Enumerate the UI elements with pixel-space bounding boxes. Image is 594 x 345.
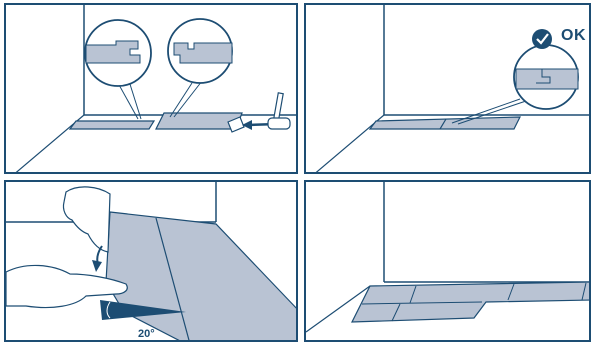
step-1-illustration — [15, 5, 296, 172]
checkmark-badge — [532, 29, 552, 49]
plank-joint — [439, 118, 447, 130]
lifted-plank — [105, 211, 296, 340]
floor-edge-line — [15, 114, 85, 172]
step-1-panel — [4, 3, 298, 174]
curved-arrow-head — [92, 260, 102, 272]
floor-edge-line — [315, 114, 385, 172]
plank-joint-2 — [507, 283, 515, 301]
plank-joint-3 — [581, 282, 587, 301]
ok-label: OK — [561, 27, 586, 44]
step-4-illustration — [306, 182, 589, 333]
tapping-block-icon — [227, 116, 245, 133]
plank-joint-4 — [391, 303, 401, 322]
plank-left — [68, 120, 156, 130]
checkmark-icon — [536, 33, 549, 45]
profile-callout-right — [167, 18, 233, 118]
row-seam — [361, 301, 483, 305]
step-4-panel — [304, 180, 591, 342]
plank-joint-1 — [409, 285, 417, 304]
step-2-panel: OK — [304, 3, 591, 174]
arrow-left-head — [242, 120, 252, 130]
joined-planks — [368, 116, 521, 130]
hammer-icon — [267, 92, 291, 130]
angle-arc — [106, 301, 111, 319]
step-2-illustration — [315, 5, 589, 172]
angle-label: 20° — [138, 328, 155, 340]
angle-wedge — [100, 300, 186, 320]
step-3-illustration — [6, 182, 296, 340]
plank-joint — [155, 217, 190, 340]
profile-callout-left — [84, 19, 152, 120]
hand-bottom-icon — [6, 264, 128, 309]
step-3-panel: 20° — [4, 180, 298, 342]
floor-edge-line — [306, 285, 371, 333]
joint-callout — [451, 44, 579, 125]
hand-icon — [62, 186, 111, 253]
